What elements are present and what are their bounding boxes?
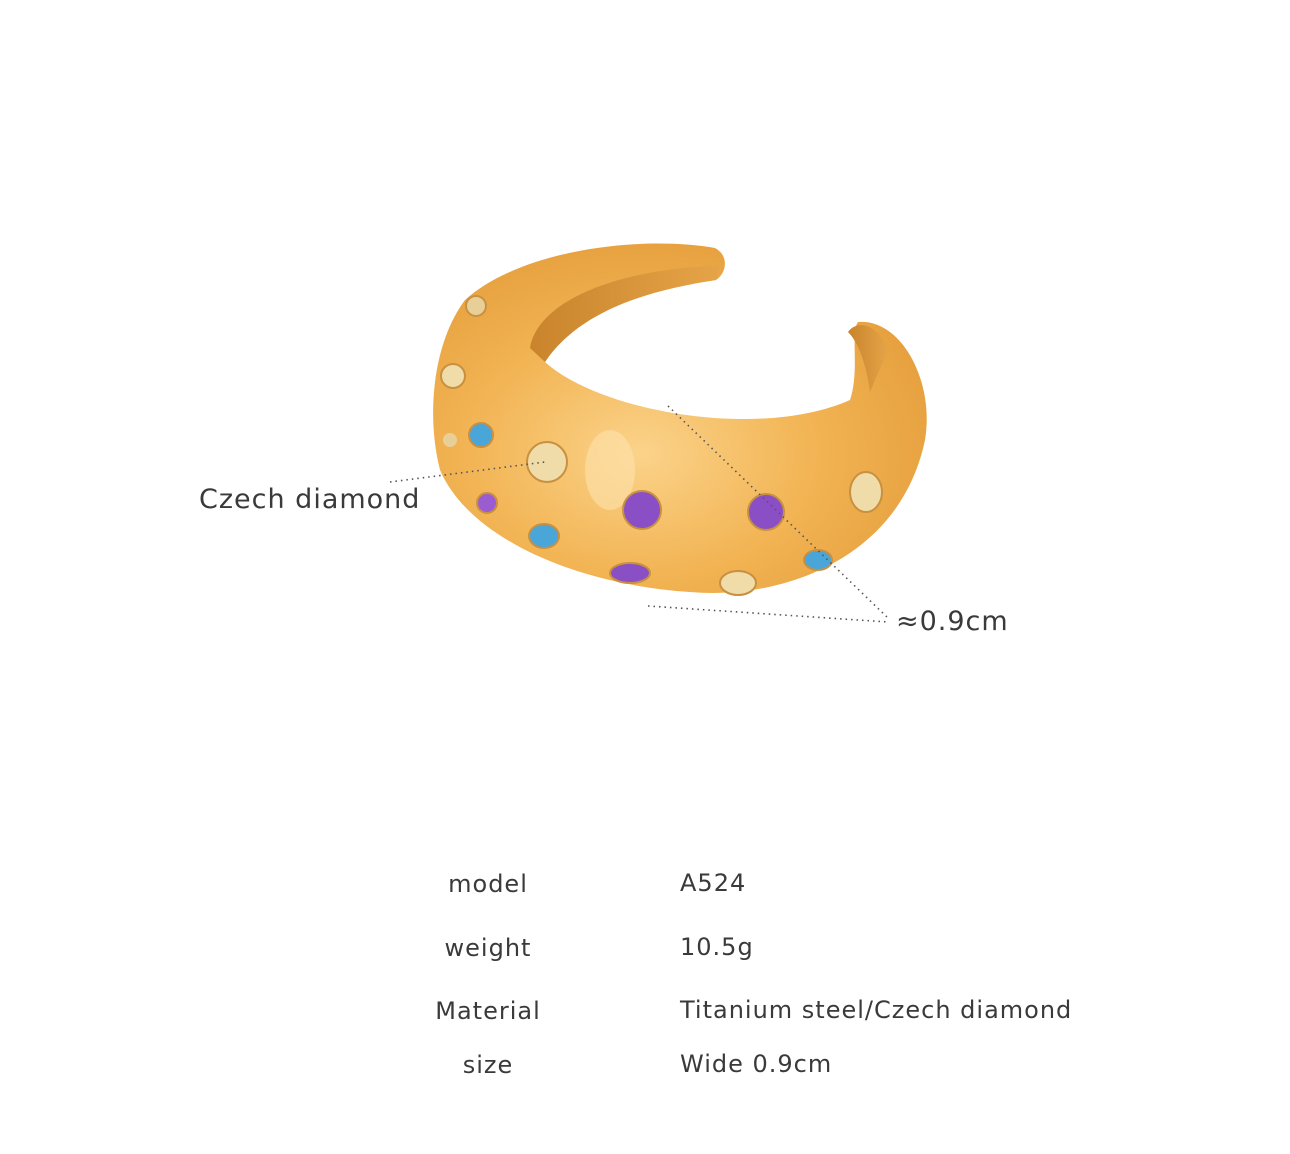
stones [440,295,883,596]
spec-value-material: Titanium steel/Czech diamond [680,996,1073,1024]
spec-label-material: Material [435,997,541,1025]
spec-value-weight: 10.5g [680,933,754,961]
stone-label: Czech diamond [199,484,421,515]
spec-value-model: A524 [680,869,747,897]
spec-label-size: size [462,1051,514,1079]
dimension-lines [389,405,889,623]
width-label: ≈0.9cm [896,606,1009,637]
spec-label-weight: weight [444,934,532,962]
spec-label-model: model [448,870,528,898]
spec-value-size: Wide 0.9cm [680,1050,833,1078]
